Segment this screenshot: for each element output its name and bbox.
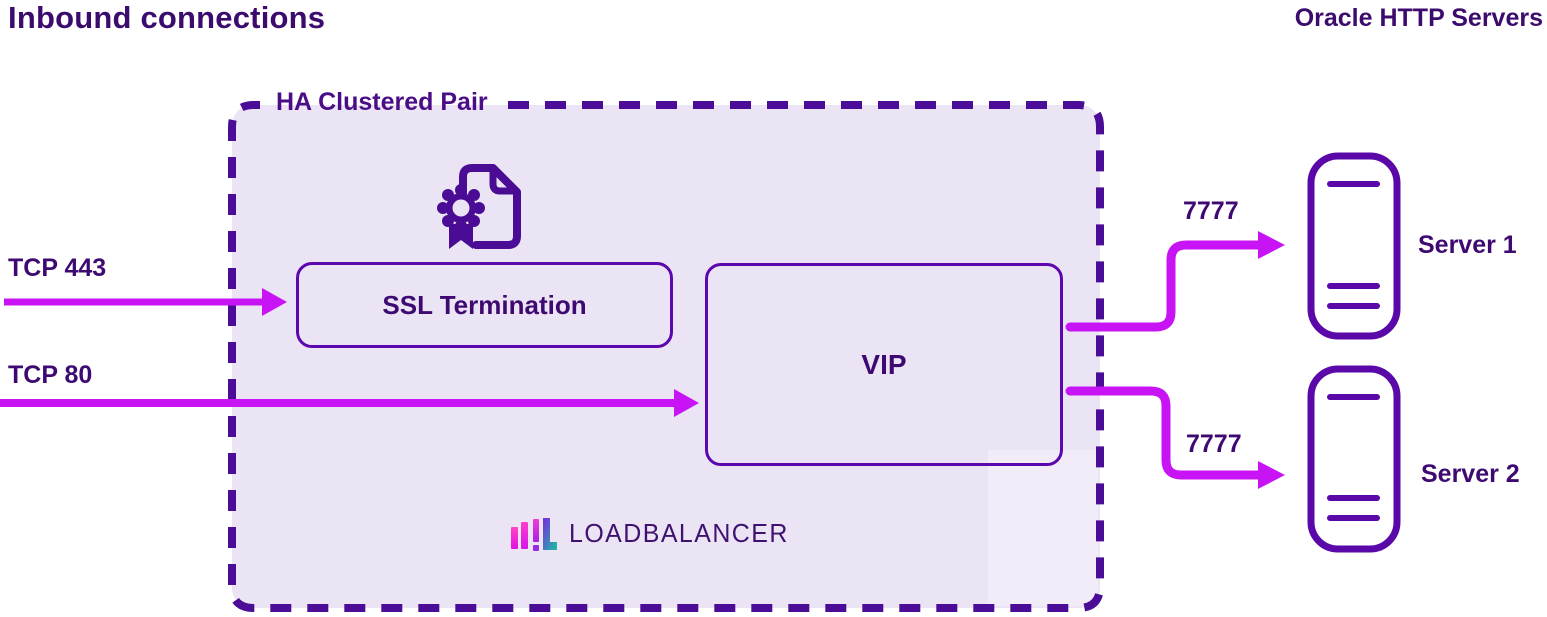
logo-bar-1: [511, 527, 518, 549]
server1-label: Server 1: [1418, 231, 1517, 259]
ssl-termination-label: SSL Termination: [382, 289, 587, 320]
server2-label: Server 2: [1421, 460, 1520, 488]
logo-square: [533, 545, 539, 551]
vip-label: VIP: [861, 348, 907, 380]
vip-to-server1-arrow: [1065, 231, 1285, 332]
vip-node: VIP: [705, 263, 1063, 466]
loadbalancer-wordmark: LOADBALANCER: [569, 517, 789, 548]
logo-l-shape: [543, 518, 557, 550]
server-icon: [1307, 152, 1401, 340]
server1-port-label: 7777: [1183, 197, 1239, 225]
server-icon: [1307, 365, 1401, 553]
logo-bar-2: [521, 522, 528, 549]
loadbalancer-logo: LOADBALANCER: [505, 514, 798, 552]
vip-to-server2-arrow: [1065, 386, 1285, 489]
tcp80-label: TCP 80: [8, 361, 93, 389]
page-title: Inbound connections: [8, 0, 326, 35]
ha-cluster-label: HA Clustered Pair: [276, 88, 488, 116]
server2-port-label: 7777: [1186, 430, 1242, 458]
cluster-highlight-band: [988, 450, 1098, 606]
tcp443-label: TCP 443: [8, 254, 107, 282]
ssl-termination-node: SSL Termination: [296, 262, 673, 348]
logo-bar-3: [533, 519, 539, 542]
loadbalancer-bars-icon: [505, 514, 557, 552]
servers-group-title: Oracle HTTP Servers: [1294, 4, 1543, 32]
